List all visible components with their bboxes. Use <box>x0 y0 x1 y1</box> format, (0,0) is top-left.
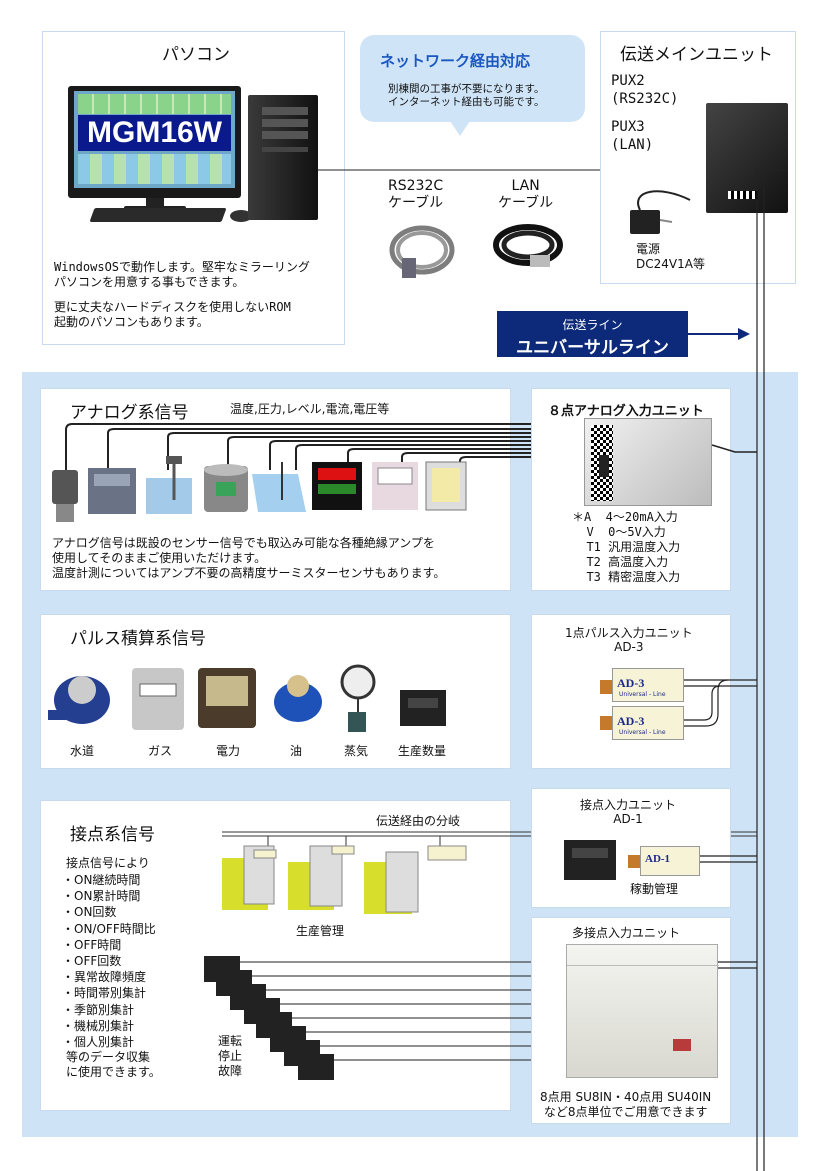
pc-title: パソコン <box>162 40 230 65</box>
transmission-line-banner: 伝送ライン ユニバーサルライン <box>497 311 688 357</box>
analog-unit-device <box>584 418 712 506</box>
contact-outro: 等のデータ収集 に使用できます。 <box>66 1050 161 1080</box>
ad3-module-1-label: AD-3 <box>617 676 644 691</box>
pulse-label-water: 水道 <box>70 742 94 759</box>
ad1-module-terminal <box>628 855 640 868</box>
ad3-module-2-terminal <box>600 716 612 730</box>
contact-unit-title: 接点入力ユニット AD-1 <box>580 798 676 826</box>
transmission-line-small: 伝送ライン <box>497 316 688 333</box>
screen-grid-top <box>78 94 231 114</box>
analog-unit-codes: ＊A 4～20mA入力 V 0～5V入力 T1 汎用温度入力 T2 高温度入力 … <box>572 510 680 585</box>
pux3-label: PUX3 (LAN) <box>611 118 653 154</box>
contact-list-item: ・時間帯別集計 <box>62 985 156 1001</box>
pulse-unit-title: 1点パルス入力ユニット AD-3 <box>565 626 693 654</box>
multi-unit-caption: 8点用 SU8IN・40点用 SU40IN など8点単位でご用意できます <box>540 1090 711 1120</box>
ad1-module: AD-1 <box>640 846 700 876</box>
pulse-label-production: 生産数量 <box>398 742 446 759</box>
network-title: ネットワーク経由対応 <box>380 50 530 71</box>
screen-banner: MGM16W <box>78 115 231 151</box>
pulse-label-gas: ガス <box>148 742 172 759</box>
pux2-label: PUX2 (RS232C) <box>611 72 678 108</box>
ad3-module-1-terminal <box>600 680 612 694</box>
contact-list: ・ON継続時間 ・ON累計時間 ・ON回数 ・ON/OFF時間比 ・OFF時間 … <box>62 872 156 1050</box>
ad3-module-1: AD-3 Universal - Line <box>612 668 684 702</box>
contact-states: 運転 停止 故障 <box>218 1034 242 1079</box>
contact-list-item: ・個人別集計 <box>62 1034 156 1050</box>
main-unit-title: 伝送メインユニット <box>620 40 773 65</box>
production-label: 生産管理 <box>296 924 344 939</box>
analog-title: アナログ系信号 <box>70 398 189 423</box>
ad3-module-2-sub: Universal - Line <box>619 729 666 736</box>
contact-list-item: ・機械別集計 <box>62 1018 156 1034</box>
keyboard <box>89 208 226 222</box>
pc-tower <box>248 95 318 220</box>
pulse-label-steam: 蒸気 <box>344 742 368 759</box>
pc-desc-1: WindowsOSで動作します。堅牢なミラーリング パソコンを用意する事もできま… <box>54 260 310 290</box>
analog-unit-title: ８点アナログ入力ユニット <box>548 400 704 419</box>
pulse-label-oil: 油 <box>290 742 302 759</box>
network-desc: 別棟間の工事が不要になります。 インターネット経由も可能です。 <box>388 83 544 109</box>
contact-list-item: ・OFF時間 <box>62 937 156 953</box>
pc-monitor: MGM16W <box>68 86 241 198</box>
contact-list-item: ・ON回数 <box>62 904 156 920</box>
power-label: 電源 DC24V1A等 <box>636 242 705 272</box>
transmission-line-big: ユニバーサルライン <box>497 333 688 358</box>
rs232c-label: RS232C ケーブル <box>388 178 443 212</box>
analog-desc: アナログ信号は既設のセンサー信号でも取込み可能な各種絶縁アンプを 使用してそのま… <box>52 536 445 581</box>
ad3-module-2-label: AD-3 <box>617 714 644 729</box>
ad1-module-label: AD-1 <box>645 853 670 865</box>
contact-list-item: ・季節別集計 <box>62 1002 156 1018</box>
contact-list-item: ・ON/OFF時間比 <box>62 921 156 937</box>
contact-title: 接点系信号 <box>70 820 155 845</box>
multi-unit-device <box>566 944 718 1078</box>
pulse-label-power: 電力 <box>216 742 240 759</box>
contact-list-item: ・異常故障頻度 <box>62 969 156 985</box>
lan-label: LAN ケーブル <box>498 178 553 212</box>
ad3-module-2: AD-3 Universal - Line <box>612 706 684 740</box>
pc-screen: MGM16W <box>74 91 235 188</box>
screen-grid-bottom <box>78 154 231 184</box>
contact-intro: 接点信号により <box>66 856 150 871</box>
pulse-title: パルス積算系信号 <box>70 624 206 649</box>
pc-desc-2: 更に丈夫なハードディスクを使用しないROM 起動のパソコンもあります。 <box>54 300 291 330</box>
contact-list-item: ・OFF回数 <box>62 953 156 969</box>
main-unit-device <box>706 103 788 213</box>
multi-unit-title: 多接点入力ユニット <box>572 926 680 941</box>
contact-list-item: ・ON累計時間 <box>62 888 156 904</box>
contact-unit-caption: 稼動管理 <box>630 882 678 897</box>
ad3-module-1-sub: Universal - Line <box>619 691 666 698</box>
analog-subtitle: 温度,圧力,レベル,電流,電圧等 <box>230 402 389 417</box>
contact-list-item: ・ON継続時間 <box>62 872 156 888</box>
branch-label: 伝送経由の分岐 <box>376 814 460 829</box>
